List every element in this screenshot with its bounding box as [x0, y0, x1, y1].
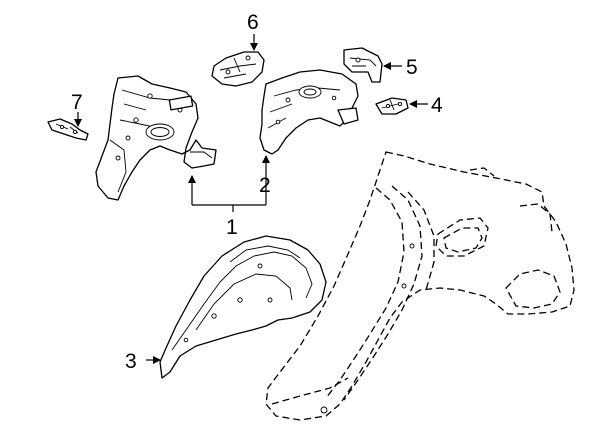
callout-5: 5 [406, 56, 418, 79]
callout-4: 4 [431, 94, 443, 117]
part-1-left-inner-wheelhouse[interactable] [95, 75, 217, 201]
part-2-wheelhouse-outer-panel[interactable] [259, 69, 359, 155]
part-3-wheelhouse-liner[interactable] [159, 235, 327, 379]
part-5-bracket[interactable] [343, 47, 383, 83]
part-7-bracket[interactable] [47, 118, 89, 141]
callout-6: 6 [247, 11, 259, 34]
callout-3: 3 [125, 350, 137, 373]
quarter-panel-outline [265, 151, 575, 421]
callout-7: 7 [71, 91, 83, 114]
callout-1: 1 [226, 216, 238, 239]
part-6-bracket[interactable] [211, 51, 265, 87]
leader-lines [74, 34, 428, 364]
callout-2: 2 [259, 174, 271, 197]
part-4-bracket[interactable] [375, 97, 409, 115]
